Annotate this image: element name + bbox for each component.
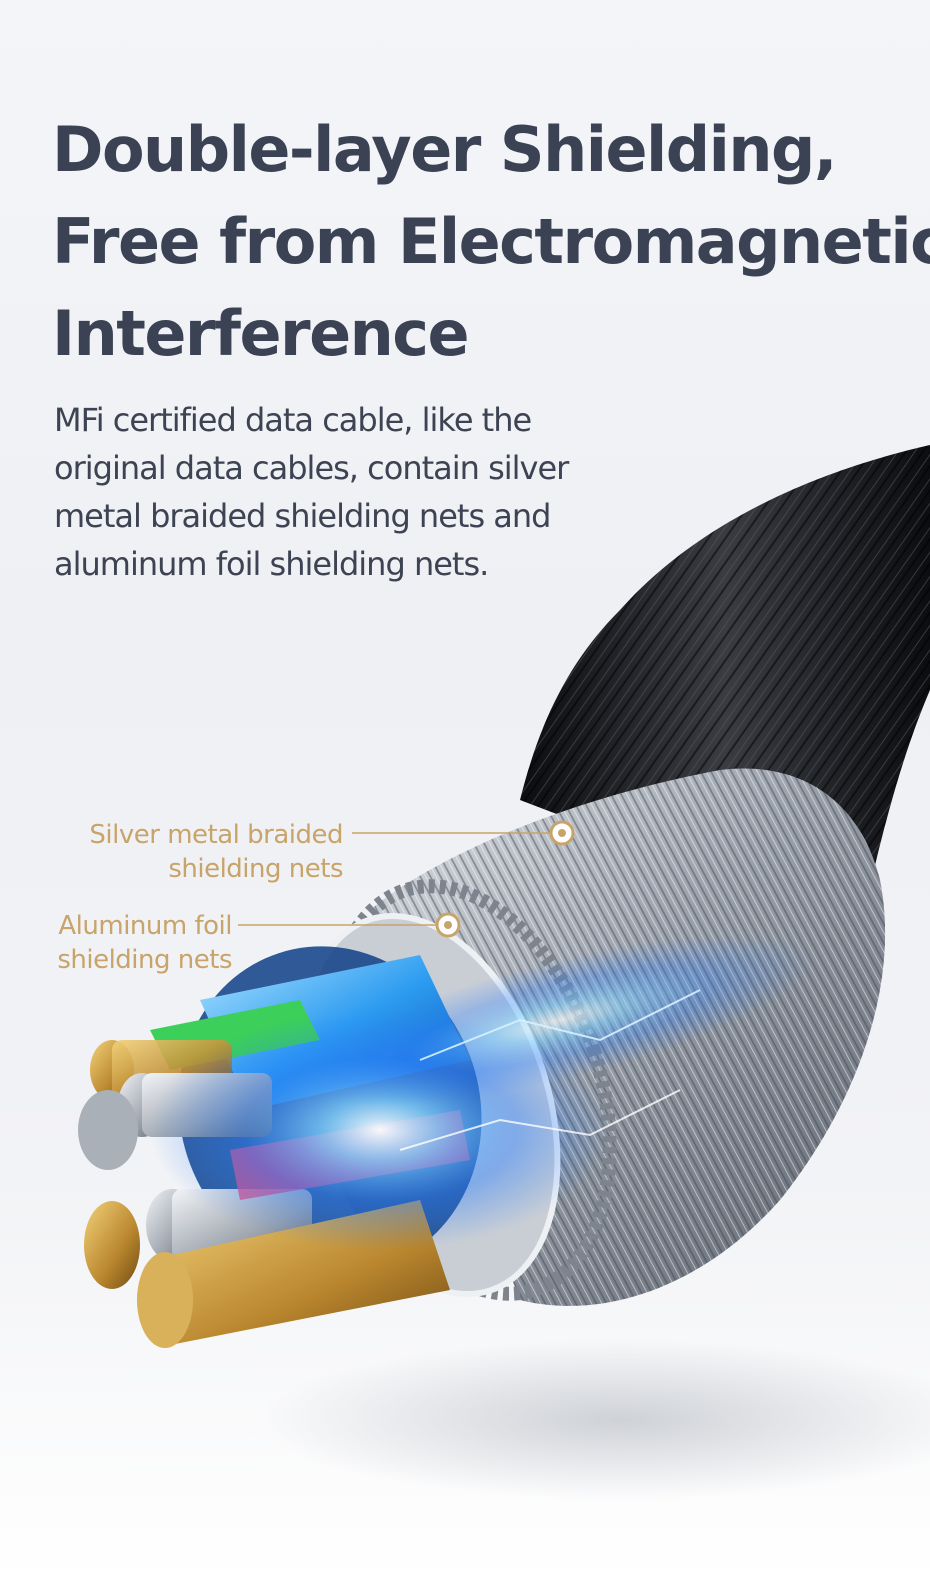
headline: Double-layer Shielding, Free from Electr… bbox=[52, 104, 930, 380]
callout-silver-line-2: shielding nets bbox=[168, 854, 343, 884]
headline-line-1: Double-layer Shielding, bbox=[52, 113, 837, 186]
headline-line-3: Interference bbox=[52, 297, 470, 370]
callout-foil-line-2: shielding nets bbox=[57, 945, 232, 975]
stranded-core-left bbox=[78, 1090, 138, 1170]
callout-silver-label: Silver metal braided shielding nets bbox=[89, 818, 343, 886]
callout-foil-label: Aluminum foil shielding nets bbox=[57, 909, 232, 977]
electric-glow bbox=[150, 934, 813, 1250]
callout-foil-leader bbox=[238, 912, 461, 938]
description-line-2: original data cables, contain silver bbox=[54, 449, 569, 487]
callout-silver-line-1: Silver metal braided bbox=[89, 820, 343, 850]
drop-shadow bbox=[260, 1340, 930, 1500]
description-line-3: metal braided shielding nets and bbox=[54, 497, 551, 535]
description-line-4: aluminum foil shielding nets. bbox=[54, 545, 489, 583]
gold-wire-bottom bbox=[84, 1201, 140, 1289]
callout-foil-line-1: Aluminum foil bbox=[58, 911, 232, 941]
description: MFi certified data cable, like the origi… bbox=[54, 396, 569, 588]
callout-silver-leader bbox=[352, 820, 575, 846]
description-line-1: MFi certified data cable, like the bbox=[54, 401, 532, 439]
headline-line-2: Free from Electromagnetic bbox=[52, 205, 930, 278]
